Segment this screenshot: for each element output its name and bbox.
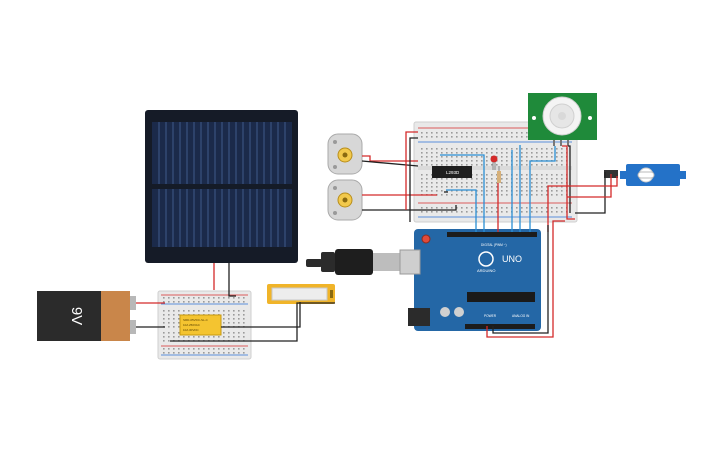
driver-chip-label: L293D: [446, 170, 460, 175]
arduino-digital-label: DIGITAL (PWM ~): [481, 243, 507, 247]
relay-line1: SRD-05VDC-SL-C: [183, 318, 209, 322]
pir-sensor[interactable]: [528, 93, 597, 146]
arduino-brand: ARDUINO: [477, 268, 495, 273]
l293d-driver-chip[interactable]: L293D: [432, 166, 472, 178]
main-breadboard[interactable]: [413, 121, 578, 223]
battery-9v[interactable]: 9V: [37, 291, 136, 341]
wires: [136, 131, 618, 342]
servo-motor[interactable]: [604, 164, 686, 186]
arduino-model: UNO: [502, 254, 522, 264]
red-led[interactable]: [490, 155, 498, 171]
battery-label: 9V: [68, 307, 85, 325]
dc-motor-bottom[interactable]: [327, 179, 363, 221]
arduino-power-label: POWER: [484, 314, 497, 318]
relay-module[interactable]: SRD-05VDC-SL-C 10A 250VAC 10A 30VDC: [179, 314, 222, 336]
diode-component[interactable]: [267, 284, 335, 304]
arduino-uno[interactable]: UNO ARDUINO DIGITAL (PWM ~) POWER ANALOG…: [399, 229, 541, 331]
arduino-analog-label: ANALOG IN: [512, 314, 530, 318]
usb-cable[interactable]: [306, 249, 416, 275]
resistor[interactable]: [497, 166, 501, 183]
solar-panel[interactable]: [145, 110, 298, 263]
relay-line2: 10A 250VAC: [183, 323, 201, 327]
relay-line3: 10A 30VDC: [183, 328, 200, 332]
dc-motor-top[interactable]: [327, 133, 363, 175]
